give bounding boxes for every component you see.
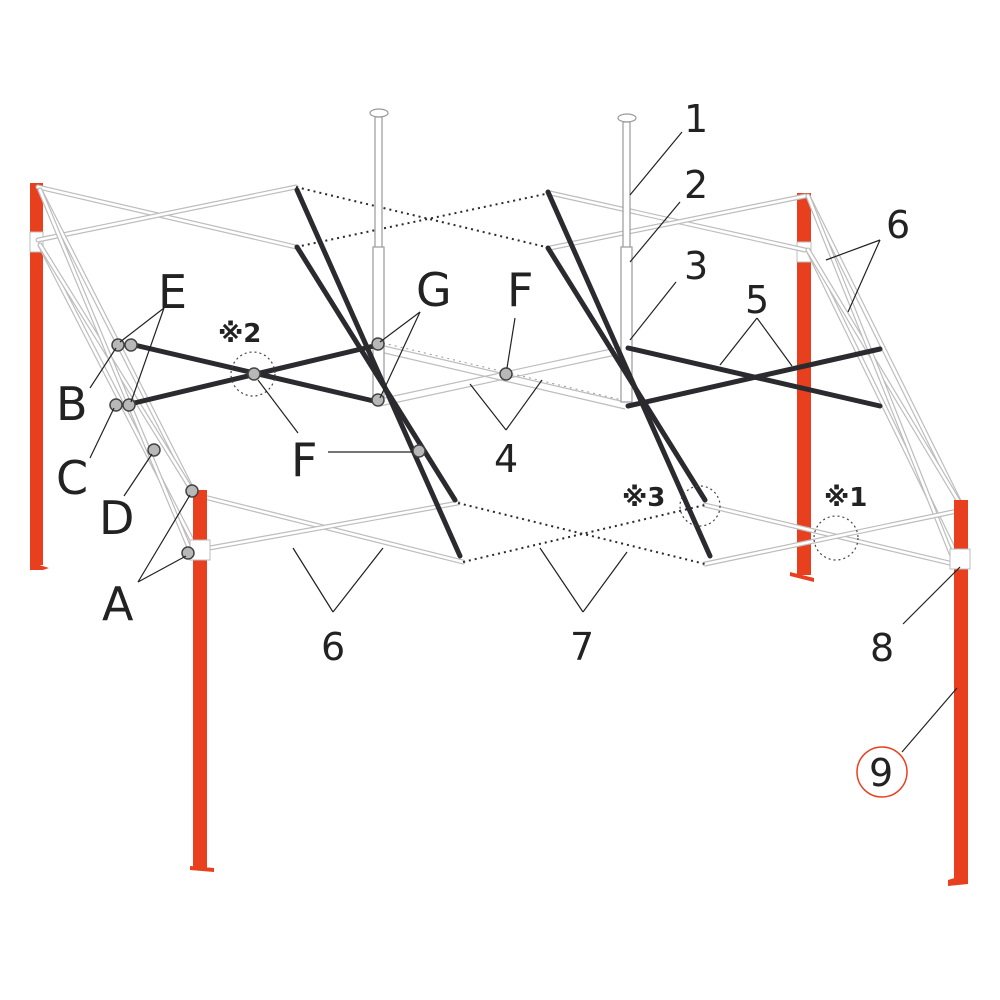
label-1: 1 bbox=[684, 97, 708, 141]
label-C: C bbox=[56, 451, 88, 505]
leg-back-right bbox=[790, 193, 814, 582]
label-B: B bbox=[56, 377, 88, 431]
front-frame bbox=[201, 494, 965, 569]
ref-circle-note1 bbox=[813, 515, 859, 561]
label-2: 2 bbox=[684, 163, 708, 207]
label-F-lower: F bbox=[291, 433, 317, 487]
leg-front-right bbox=[948, 500, 971, 886]
joints bbox=[109, 337, 513, 560]
label-9: 9 bbox=[869, 751, 893, 795]
note-1: ※1 bbox=[824, 483, 867, 513]
label-G: G bbox=[416, 263, 452, 317]
badge-9: 9 bbox=[856, 746, 908, 798]
label-F-upper: F bbox=[507, 263, 533, 317]
label-5: 5 bbox=[745, 278, 769, 322]
center-pole-right bbox=[617, 113, 637, 403]
label-3: 3 bbox=[684, 244, 708, 288]
label-4: 4 bbox=[494, 437, 518, 481]
ref-circle-note2 bbox=[230, 351, 276, 397]
label-6-right: 6 bbox=[886, 203, 910, 247]
leader-lines bbox=[89, 131, 961, 753]
leg-front-left bbox=[189, 490, 214, 872]
back-frame bbox=[35, 184, 808, 253]
label-6-front: 6 bbox=[321, 625, 345, 669]
note-2: ※2 bbox=[218, 319, 261, 349]
note-3: ※3 bbox=[622, 483, 665, 513]
label-8: 8 bbox=[870, 626, 894, 670]
label-7: 7 bbox=[570, 625, 594, 669]
label-D: D bbox=[99, 491, 134, 545]
ref-circle-note3 bbox=[679, 485, 721, 527]
label-A: A bbox=[102, 577, 134, 631]
label-E: E bbox=[158, 265, 187, 319]
right-side-frame bbox=[805, 193, 965, 569]
